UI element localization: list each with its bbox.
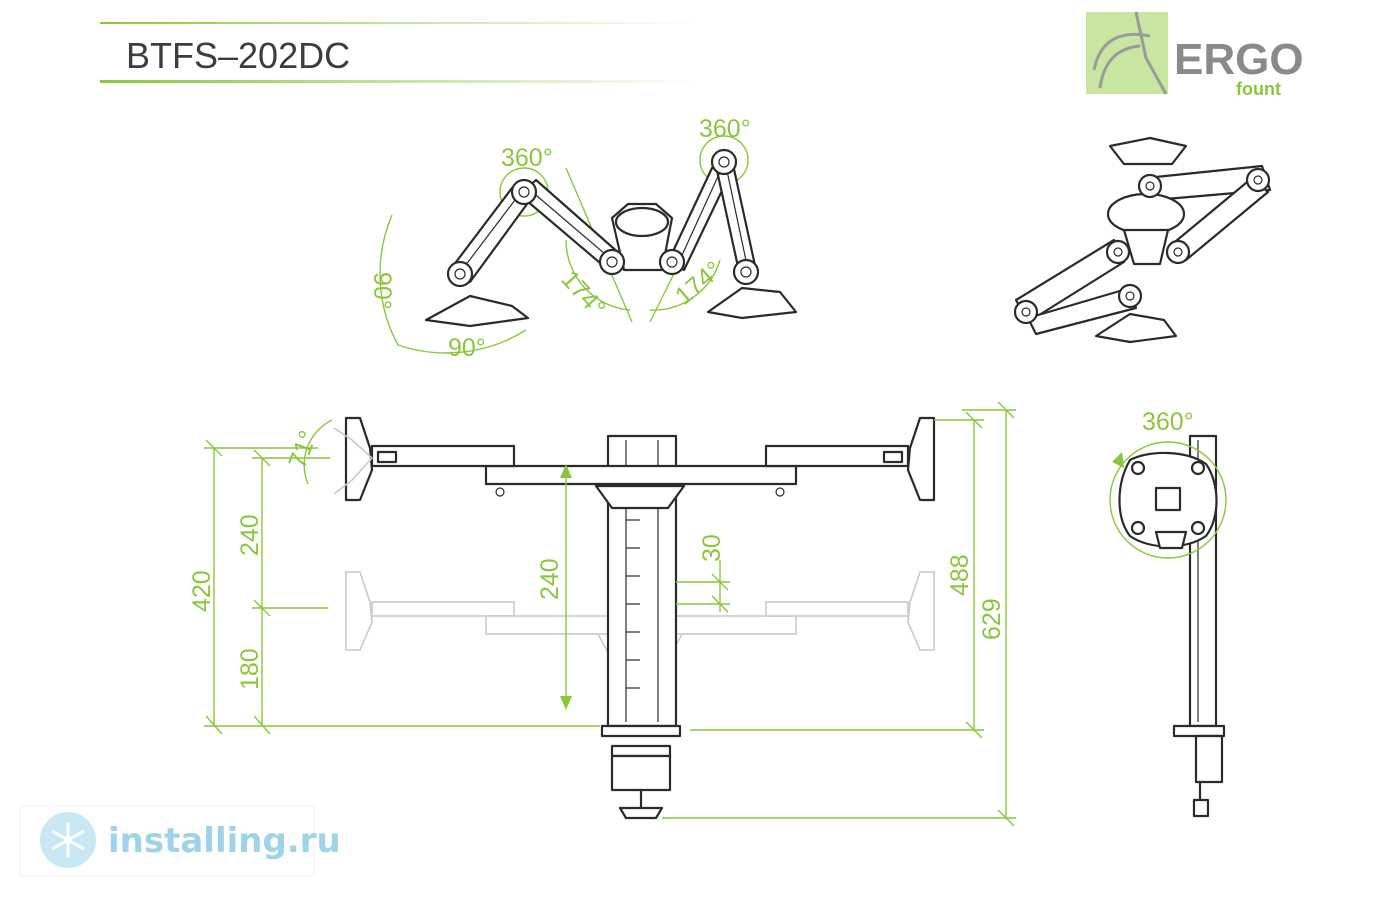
desk-clamp-body (610, 754, 672, 792)
header-rule-top (100, 22, 700, 24)
joint (510, 178, 538, 206)
joint (446, 260, 474, 288)
watermark-text: installing.ru (108, 821, 341, 861)
pole-cap-iso (1106, 192, 1186, 236)
joint (658, 248, 686, 276)
label-tilt: 71° (283, 427, 322, 472)
arm-right (764, 444, 910, 468)
label-side-rotation: 360° (1142, 408, 1194, 436)
front-view (333, 416, 936, 820)
folded-arm-view (1013, 136, 1272, 344)
logo-brand: ERGO (1174, 35, 1304, 84)
side-clamp-knob (1192, 798, 1210, 818)
clamp-knob (618, 806, 664, 820)
header-rule-bottom (100, 80, 700, 83)
dim-total-height-left: 420 (188, 570, 216, 612)
label-mount-angle: 90° (368, 272, 396, 310)
tilt-ghost (333, 427, 374, 495)
arc-base-angle (397, 329, 527, 354)
vesa-plate-top (1108, 136, 1188, 166)
vesa-plate-front-right (906, 416, 936, 502)
label-base-angle: 90° (448, 334, 486, 362)
watermark: installing.ru (19, 805, 341, 877)
joint (732, 258, 760, 286)
vesa-plate-front-left (344, 416, 374, 502)
column-ticks (626, 519, 640, 689)
label-elbow-left: 174° (556, 265, 611, 322)
dim-lower-span: 180 (236, 648, 264, 690)
side-rotation-arc (1109, 441, 1227, 559)
arc-mount-angle (379, 214, 399, 346)
dim-upper-span: 240 (236, 514, 264, 556)
dimension-lines: 420 240 180 71° 240 30 488 629 (188, 401, 1016, 827)
dim-total-height: 629 (978, 598, 1006, 640)
label-swivel-right: 360° (699, 115, 751, 143)
logo-sub: fount (1236, 79, 1281, 99)
label-swivel-left: 360° (501, 144, 553, 172)
logo-swoosh (1092, 11, 1168, 95)
dim-height-right: 488 (946, 554, 974, 596)
clamp-collar (594, 484, 686, 510)
desk-clamp-top (610, 744, 672, 758)
header: BTFS–202DC (100, 22, 700, 83)
joint (598, 248, 626, 276)
pole-cap (614, 206, 670, 238)
arm-lower-flat (1026, 286, 1138, 336)
dim-step: 30 (698, 534, 726, 562)
vesa-plate-right (706, 286, 798, 320)
ergofount-logo: ERGO fount (1086, 11, 1304, 99)
top-view-rotations: 360° 360° 90° 90° 174° 174° (368, 115, 798, 362)
product-title: BTFS–202DC (126, 35, 350, 76)
arc-elbow-left (565, 239, 631, 311)
side-view: 360° (1109, 408, 1227, 818)
joint (710, 148, 738, 176)
vesa-plate-left (424, 294, 530, 328)
arc-elbow-right (649, 259, 721, 311)
side-clamp (1194, 734, 1224, 784)
right-arm-segment-lower (714, 158, 758, 278)
pole-head-iso (1122, 228, 1170, 266)
vesa-plate-bottom (1094, 312, 1178, 344)
crossbar (484, 464, 798, 486)
dim-height-adjust: 240 (536, 558, 564, 600)
arm-left (370, 444, 516, 468)
